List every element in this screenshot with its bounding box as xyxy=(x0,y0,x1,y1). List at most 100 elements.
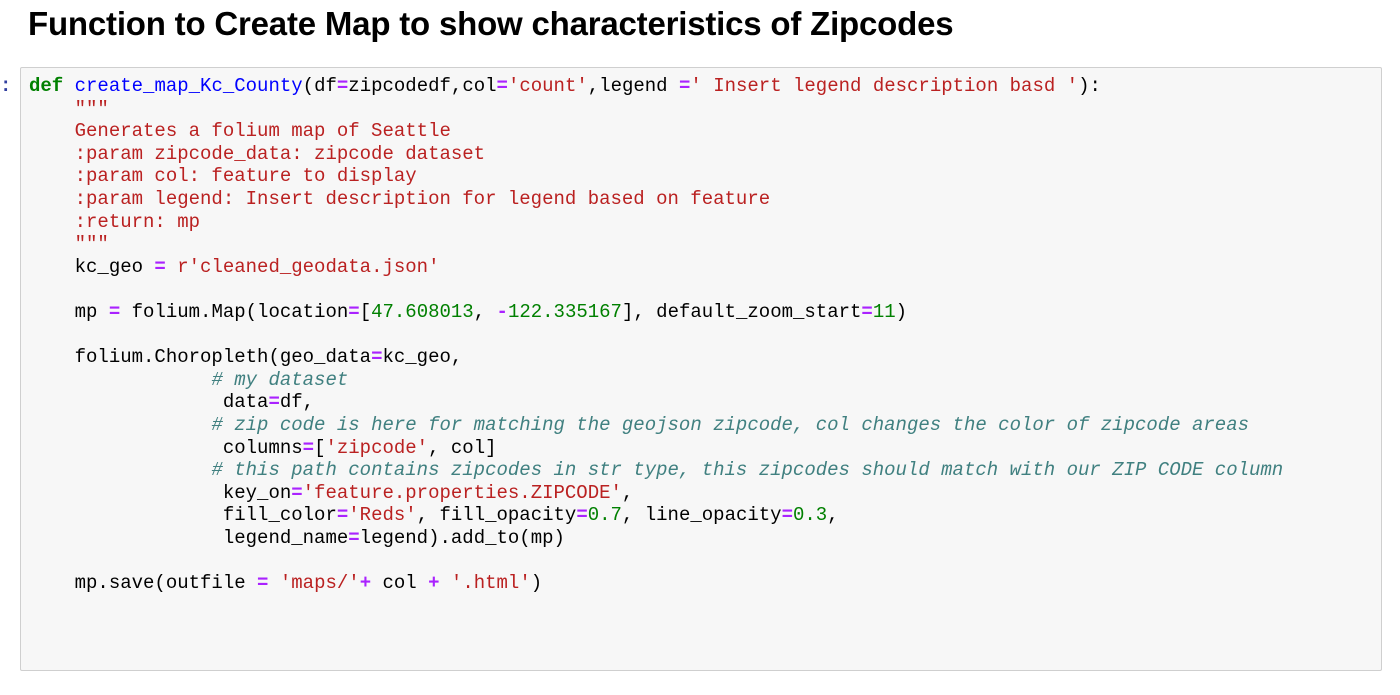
operator-token: = xyxy=(348,300,360,323)
code-line: ​ xyxy=(29,278,1283,301)
string-token: r'cleaned_geodata.json' xyxy=(177,255,440,278)
code-line: data=df, xyxy=(29,391,1283,414)
string-token: ' Insert legend description basd ' xyxy=(690,75,1079,97)
code-token: ) xyxy=(895,300,908,323)
operator-token: = xyxy=(302,436,315,459)
operator-token: = xyxy=(496,75,508,97)
code-token: , xyxy=(621,481,634,504)
code-token xyxy=(63,75,74,97)
code-line: # this path contains zipcodes in str typ… xyxy=(29,459,1283,482)
docstring-token: :param zipcode_data: zipcode dataset xyxy=(29,142,486,165)
code-line: ​ xyxy=(29,549,1283,572)
code-token: (df xyxy=(302,75,337,97)
operator-token: = xyxy=(336,75,349,97)
code-line: ​ xyxy=(29,324,1283,347)
operator-token: = xyxy=(348,526,360,549)
operator-token: = xyxy=(291,481,303,504)
operator-token: = xyxy=(336,504,349,527)
code-token: folium.Map(location xyxy=(120,300,349,323)
code-line: mp = folium.Map(location=[47.608013, -12… xyxy=(29,301,1283,324)
code-token: ], default_zoom_start xyxy=(621,300,862,323)
keyword-token: def xyxy=(29,75,64,97)
code-token xyxy=(29,414,211,436)
string-token: 'maps/' xyxy=(279,572,360,595)
code-line: :return: mp xyxy=(29,211,1283,234)
cell-prompt: : xyxy=(0,75,12,97)
operator-token: = xyxy=(154,255,166,278)
code-token: legend).add_to(mp) xyxy=(359,526,565,549)
number-token: 0.7 xyxy=(587,504,622,527)
code-line: """ xyxy=(29,233,1283,256)
code-token: , xyxy=(473,300,497,323)
code-line: :param col: feature to display xyxy=(29,165,1283,188)
code-token xyxy=(268,572,279,594)
operator-token: + xyxy=(428,572,440,595)
operator-token: = xyxy=(861,300,873,323)
code-token xyxy=(440,572,451,594)
code-token: , fill_opacity xyxy=(416,504,577,527)
code-token: ): xyxy=(1078,75,1101,97)
code-token: data xyxy=(29,391,269,414)
code-line: """ xyxy=(29,98,1283,121)
docstring-token: """ xyxy=(29,233,109,256)
comment-token: # this path contains zipcodes in str typ… xyxy=(211,459,1284,482)
code-token: ) xyxy=(530,572,543,595)
code-token: folium.Choropleth(geo_data xyxy=(29,346,372,369)
code-token: col xyxy=(371,572,429,595)
operator-token: = xyxy=(268,391,280,414)
code-token: legend_name xyxy=(29,526,349,549)
code-line: key_on='feature.properties.ZIPCODE', xyxy=(29,482,1283,505)
code-line: folium.Choropleth(geo_data=kc_geo, xyxy=(29,346,1283,369)
code-token: columns xyxy=(29,436,303,459)
code-token: df, xyxy=(279,391,315,414)
code-token: fill_color xyxy=(29,504,337,527)
code-token: , xyxy=(827,504,839,527)
code-line: :param zipcode_data: zipcode dataset xyxy=(29,143,1283,166)
code-line: # zip code is here for matching the geoj… xyxy=(29,414,1283,437)
code-token: mp.save(outfile xyxy=(29,572,258,595)
code-token: kc_geo xyxy=(29,255,155,278)
code-token: zipcodedf,col xyxy=(348,75,497,97)
number-token: 0.3 xyxy=(793,504,828,527)
code-token xyxy=(29,98,75,120)
string-token: 'feature.properties.ZIPCODE' xyxy=(302,481,622,504)
string-token: 'zipcode' xyxy=(325,436,429,459)
operator-token: = xyxy=(678,75,691,97)
operator-token: = xyxy=(781,504,793,527)
operator-token: = xyxy=(257,572,269,595)
code-editor[interactable]: def create_map_Kc_County(df=zipcodedf,co… xyxy=(29,75,1283,595)
code-token: ,legend xyxy=(587,75,679,97)
code-token xyxy=(166,256,177,278)
code-token: , col] xyxy=(428,436,497,459)
operator-token: + xyxy=(359,572,372,595)
string-token: '.html' xyxy=(450,572,531,595)
code-token: [ xyxy=(359,300,372,323)
function-name-token: create_map_Kc_County xyxy=(74,75,303,97)
docstring-token: :return: mp xyxy=(29,210,201,233)
docstring-token: :param col: feature to display xyxy=(29,165,417,188)
code-token: key_on xyxy=(29,481,292,504)
section-heading: Function to Create Map to show character… xyxy=(28,5,954,42)
code-line: mp.save(outfile = 'maps/'+ col + '.html'… xyxy=(29,572,1283,595)
code-token: , line_opacity xyxy=(621,504,782,527)
code-line: def create_map_Kc_County(df=zipcodedf,co… xyxy=(29,75,1283,98)
code-token: kc_geo, xyxy=(382,346,463,369)
code-line: :param legend: Insert description for le… xyxy=(29,188,1283,211)
number-token: 122.335167 xyxy=(507,300,622,323)
operator-token: = xyxy=(371,346,383,369)
docstring-token: Generates a folium map of Seattle xyxy=(29,120,451,143)
code-token xyxy=(29,459,211,481)
number-token: 47.608013 xyxy=(371,300,474,323)
comment-token: # my dataset xyxy=(211,368,349,391)
operator-token: = xyxy=(108,300,121,323)
docstring-token: :param legend: Insert description for le… xyxy=(29,187,771,210)
code-line: kc_geo = r'cleaned_geodata.json' xyxy=(29,256,1283,279)
code-cell[interactable]: def create_map_Kc_County(df=zipcodedf,co… xyxy=(20,67,1382,671)
code-token: mp xyxy=(29,300,109,323)
string-token: 'Reds' xyxy=(348,504,417,527)
comment-token: # zip code is here for matching the geoj… xyxy=(211,413,1250,436)
operator-token: - xyxy=(496,300,508,323)
code-line: columns=['zipcode', col] xyxy=(29,437,1283,460)
string-token: 'count' xyxy=(507,75,588,97)
code-line: Generates a folium map of Seattle xyxy=(29,120,1283,143)
